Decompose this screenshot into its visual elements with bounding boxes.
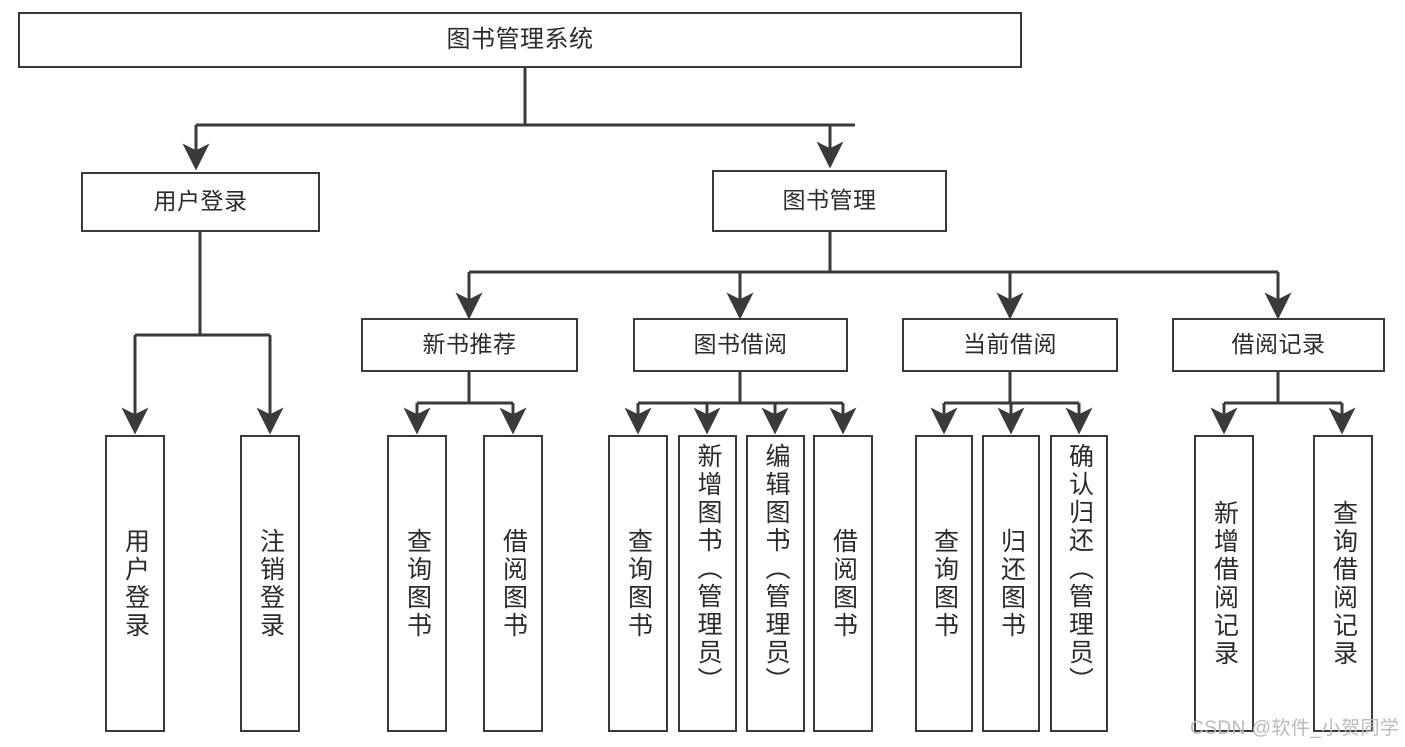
node-leaf-confirm-return[interactable]: 确认归还（管理员） [1050,435,1108,732]
node-leaf-return-book[interactable]: 归还图书 [982,435,1040,732]
node-leaf-query-book-3[interactable]: 查询图书 [915,435,973,732]
node-leaf-user-logout[interactable]: 注销登录 [240,435,300,732]
node-leaf-query-book-2[interactable]: 查询图书 [608,435,668,732]
node-label: 新书推荐 [422,331,517,358]
node-borrow-record[interactable]: 借阅记录 [1172,318,1385,372]
node-label: 图书管理 [782,187,877,214]
node-label: 图书管理系统 [446,25,594,53]
node-label: 当前借阅 [963,331,1057,358]
node-leaf-add-book[interactable]: 新增图书（管理员） [678,435,737,732]
node-leaf-borrow-book-1[interactable]: 借阅图书 [483,435,543,732]
node-label: 借阅图书 [829,527,858,640]
node-leaf-edit-book[interactable]: 编辑图书（管理员） [746,435,805,732]
node-label: 用户登录 [121,527,150,640]
node-label: 编辑图书（管理员） [762,443,790,695]
node-user-login[interactable]: 用户登录 [81,172,320,232]
node-label: 用户登录 [153,188,248,215]
node-leaf-borrow-book-2[interactable]: 借阅图书 [813,435,873,732]
node-label: 新增图书（管理员） [694,443,722,695]
node-book-management[interactable]: 图书管理 [712,170,947,232]
node-leaf-user-login[interactable]: 用户登录 [105,435,165,732]
node-root-system[interactable]: 图书管理系统 [18,12,1022,68]
node-label: 查询图书 [624,527,653,640]
node-label: 图书借阅 [693,331,788,358]
node-label: 查询借阅记录 [1329,499,1358,668]
node-label: 注销登录 [256,527,285,640]
node-label: 确认归还（管理员） [1065,443,1094,695]
node-leaf-add-borrow-record[interactable]: 新增借阅记录 [1194,435,1254,732]
node-label: 借阅记录 [1231,331,1326,358]
node-label: 新增借阅记录 [1210,499,1239,668]
node-current-borrow[interactable]: 当前借阅 [902,318,1118,372]
node-leaf-query-borrow-record[interactable]: 查询借阅记录 [1313,435,1373,732]
node-leaf-query-book-1[interactable]: 查询图书 [387,435,447,732]
node-label: 查询图书 [403,527,432,640]
node-book-borrow[interactable]: 图书借阅 [633,318,848,372]
node-label: 归还图书 [997,527,1026,640]
node-label: 查询图书 [930,527,959,640]
node-label: 借阅图书 [499,527,528,640]
node-new-book-recommend[interactable]: 新书推荐 [361,318,578,372]
